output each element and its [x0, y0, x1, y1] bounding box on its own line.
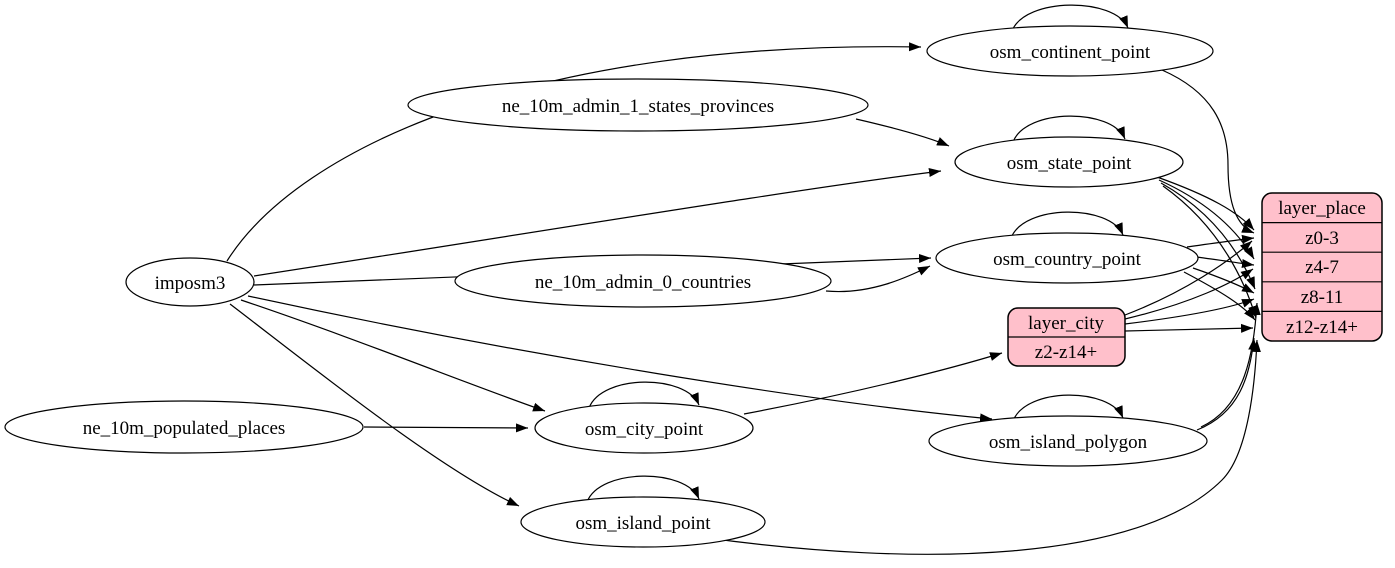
edge-layer_city-to-layer_place-z0-3 [1124, 240, 1253, 316]
node-osm_state_point: osm_state_point [954, 136, 1184, 188]
edge-ne_10m_admin_1_states_provinces-to-osm_state_point [855, 118, 950, 147]
node-osm_island_point: osm_island_point [520, 496, 766, 548]
node-ne_10m_admin_0_countries: ne_10m_admin_0_countries [454, 254, 832, 308]
edge-ne_10m_populated_places-to-osm_city_point [363, 423, 529, 433]
edge-imposm3-to-osm_island_point [229, 303, 520, 507]
record-layer_place-row-z12-z14: z12-z14+ [1286, 317, 1358, 338]
node-ne_10m_populated_places-shape [4, 400, 364, 454]
edge-self-loop-osm_island_point [586, 475, 700, 503]
edge-layer_city-to-layer_place-z12-z14 [1124, 323, 1254, 333]
node-imposm3-shape [125, 257, 255, 307]
edge-osm_city_point-to-layer_city-z2-z14 [743, 352, 1003, 415]
record-layer_place: layer_place z0-3 z4-7 z8-11 z12-z14+ [1261, 192, 1383, 342]
node-osm_island_point-shape [520, 496, 766, 548]
node-osm_city_point-label: osm_city_point [585, 419, 704, 440]
node-ne_10m_admin_1_states_provinces: ne_10m_admin_1_states_provinces [407, 78, 869, 132]
edge-self-loop-osm_state_point [1012, 115, 1126, 143]
edge-imposm3-to-osm_island_polygon [247, 295, 993, 423]
node-ne_10m_populated_places: ne_10m_populated_places [4, 400, 364, 454]
node-ne_10m_populated_places-label: ne_10m_populated_places [83, 418, 286, 439]
record-layer_place-row-z0-3: z0-3 [1305, 228, 1339, 249]
edge-self-loop-osm_continent_point [1011, 4, 1129, 32]
node-osm_state_point-shape [954, 136, 1184, 188]
node-osm_country_point-label: osm_country_point [993, 249, 1141, 270]
edge-osm_island_polygon-to-layer_place-z8-11 [1200, 302, 1261, 428]
edge-osm_continent_point-to-layer_place-z0-3 [1161, 69, 1255, 234]
edge-self-loop-osm_country_point [1010, 211, 1124, 239]
edge-layer [226, 4, 1261, 555]
node-osm_city_point: osm_city_point [534, 402, 754, 454]
edge-imposm3-to-osm_state_point [253, 168, 942, 277]
node-imposm3: imposm3 [125, 257, 255, 307]
node-ne_10m_admin_1_states_provinces-label: ne_10m_admin_1_states_provinces [502, 96, 774, 117]
edge-osm_country_point-to-layer_place-z12-z14 [1183, 271, 1256, 321]
node-osm_continent_point-shape [926, 25, 1214, 77]
node-osm_island_polygon: osm_island_polygon [928, 415, 1208, 467]
node-osm_island_polygon-label: osm_island_polygon [989, 432, 1148, 453]
edge-osm_country_point-to-layer_place-z4-7 [1195, 256, 1255, 268]
edge-ne_10m_admin_0_countries-to-osm_country_point [825, 265, 931, 293]
edge-layer_city-to-layer_place-z8-11 [1124, 298, 1255, 325]
edge-osm_country_point-to-layer_place-z8-11 [1192, 267, 1255, 294]
edge-imposm3-to-osm_continent_point [226, 42, 922, 262]
node-osm_city_point-shape [534, 402, 754, 454]
node-osm_continent_point-label: osm_continent_point [990, 42, 1151, 63]
edge-imposm3-to-osm_city_point [240, 299, 546, 412]
node-osm_country_point: osm_country_point [935, 232, 1199, 284]
node-ne_10m_admin_0_countries-shape [454, 254, 832, 308]
record-layer_place-row-z8-11: z8-11 [1301, 287, 1344, 308]
node-osm_island_polygon-shape [928, 415, 1208, 467]
node-osm_continent_point: osm_continent_point [926, 25, 1214, 77]
edge-osm_country_point-to-layer_place-z0-3 [1186, 234, 1255, 248]
edge-layer_city-to-layer_place-z4-7 [1124, 268, 1254, 320]
record-layer_city-row-z2-z14: z2-z14+ [1035, 342, 1097, 363]
record-layer_city: layer_city z2-z14+ [1007, 307, 1126, 367]
node-imposm3-label: imposm3 [155, 273, 226, 294]
node-ne_10m_admin_0_countries-label: ne_10m_admin_0_countries [535, 272, 751, 293]
record-layer_place-shape [1261, 192, 1383, 342]
record-layer_place-title: layer_place [1278, 198, 1366, 219]
record-layer_city-title: layer_city [1028, 313, 1104, 334]
edge-self-loop-osm_island_polygon [1012, 394, 1124, 422]
node-osm_country_point-shape [935, 232, 1199, 284]
node-osm_state_point-label: osm_state_point [1007, 153, 1132, 174]
record-layer_place-row-z4-7: z4-7 [1305, 257, 1339, 278]
edge-self-loop-osm_city_point [588, 381, 700, 409]
node-osm_island_point-label: osm_island_point [575, 513, 711, 534]
node-ne_10m_admin_1_states_provinces-shape [407, 78, 869, 132]
edge-osm_island_point-to-layer_place-z12-z14 [700, 339, 1261, 555]
edge-osm_state_point-to-layer_place-z0-3 [1156, 176, 1255, 231]
edge-osm_island_polygon-to-layer_place-z12-z14 [1196, 337, 1258, 431]
